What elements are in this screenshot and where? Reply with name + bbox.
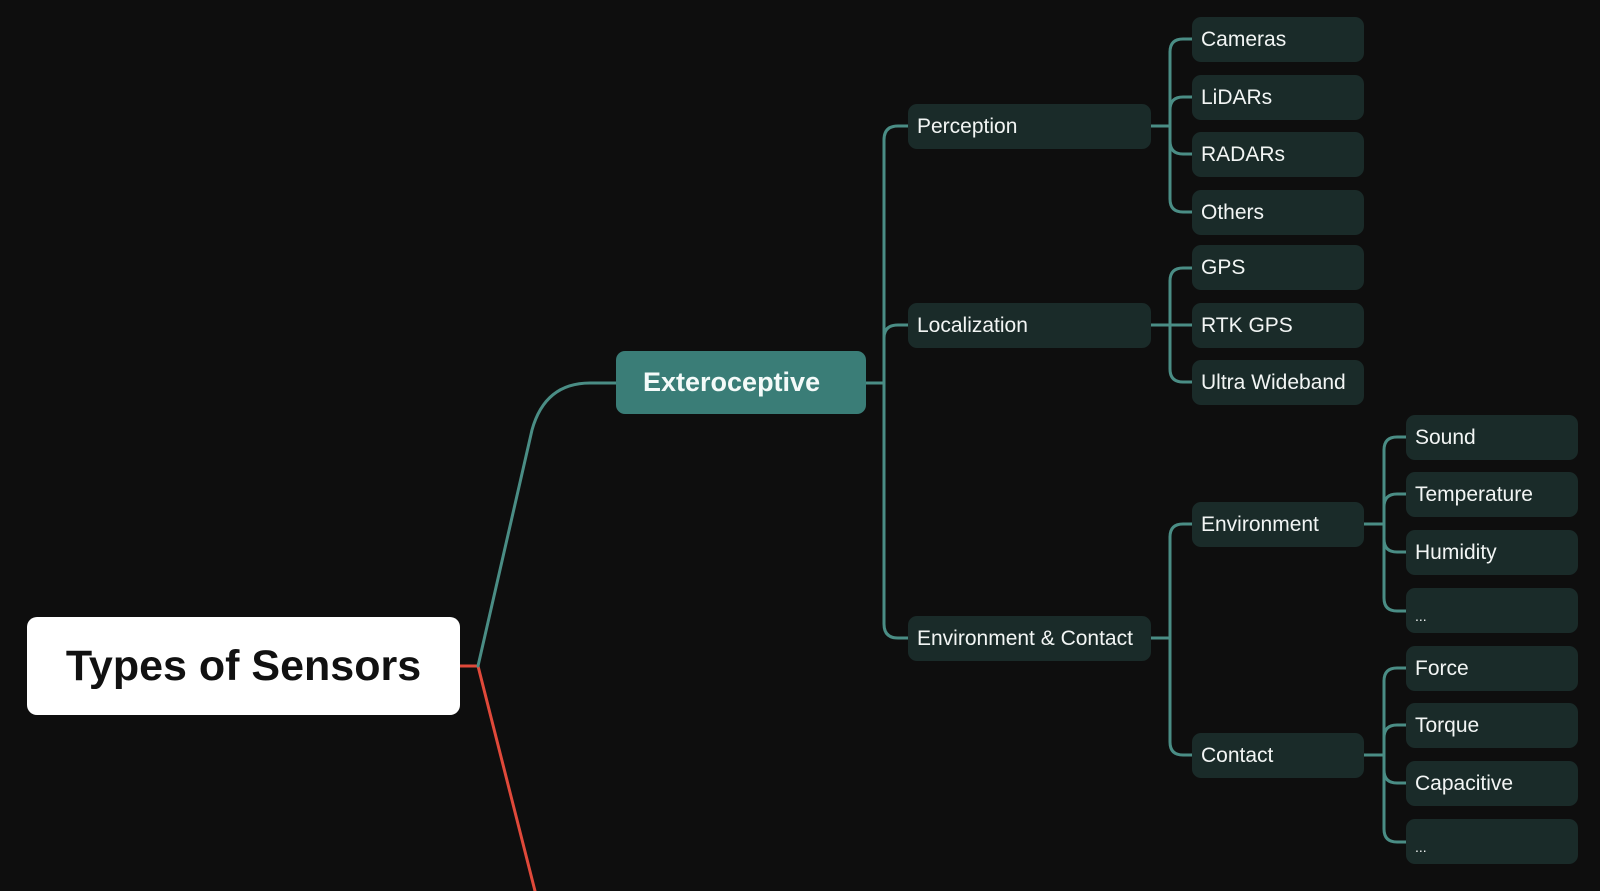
node-environment[interactable]: Environment [1192,502,1364,547]
node-label: Others [1201,200,1265,224]
node-label: Cameras [1201,27,1287,51]
node-label: LiDARs [1201,85,1273,109]
node-others[interactable]: Others [1192,190,1364,235]
node-gps[interactable]: GPS [1192,245,1364,290]
node-label: Perception [917,114,1018,138]
node-label: RTK GPS [1201,313,1293,337]
node-label: ... [1415,838,1427,855]
node-sound[interactable]: Sound [1406,415,1578,460]
root-node[interactable]: Types of Sensors [27,617,460,715]
node-force[interactable]: Force [1406,646,1578,691]
node-capacitive[interactable]: Capacitive [1406,761,1578,806]
node-humidity[interactable]: Humidity [1406,530,1578,575]
node-torque[interactable]: Torque [1406,703,1578,748]
node-label: Contact [1201,743,1274,767]
node-label: GPS [1201,255,1246,279]
node-label: Ultra Wideband [1201,370,1346,394]
node-contact[interactable]: Contact [1192,733,1364,778]
node-environment-contact[interactable]: Environment & Contact [908,616,1151,661]
node-label: Sound [1415,425,1476,449]
node-environment-more[interactable]: ... [1406,588,1578,633]
node-label: Environment [1201,512,1319,536]
node-localization[interactable]: Localization [908,303,1151,348]
node-perception[interactable]: Perception [908,104,1151,149]
node-ultra-wideband[interactable]: Ultra Wideband [1192,360,1364,405]
node-label: ... [1415,607,1427,624]
node-label: Humidity [1415,540,1497,564]
node-label: Environment & Contact [917,626,1133,650]
node-radars[interactable]: RADARs [1192,132,1364,177]
node-label: Temperature [1415,482,1533,506]
node-label: Capacitive [1415,771,1514,795]
root-node-label: Types of Sensors [65,641,422,690]
node-label: Force [1415,656,1469,680]
node-label: Torque [1415,713,1480,737]
node-label: RADARs [1201,142,1286,166]
node-contact-more[interactable]: ... [1406,819,1578,864]
node-label: Localization [917,313,1028,337]
node-lidars[interactable]: LiDARs [1192,75,1364,120]
node-label: Exteroceptive [643,367,821,397]
node-exteroceptive[interactable]: Exteroceptive [616,351,866,414]
node-rtk-gps[interactable]: RTK GPS [1192,303,1364,348]
node-temperature[interactable]: Temperature [1406,472,1578,517]
node-cameras[interactable]: Cameras [1192,17,1364,62]
